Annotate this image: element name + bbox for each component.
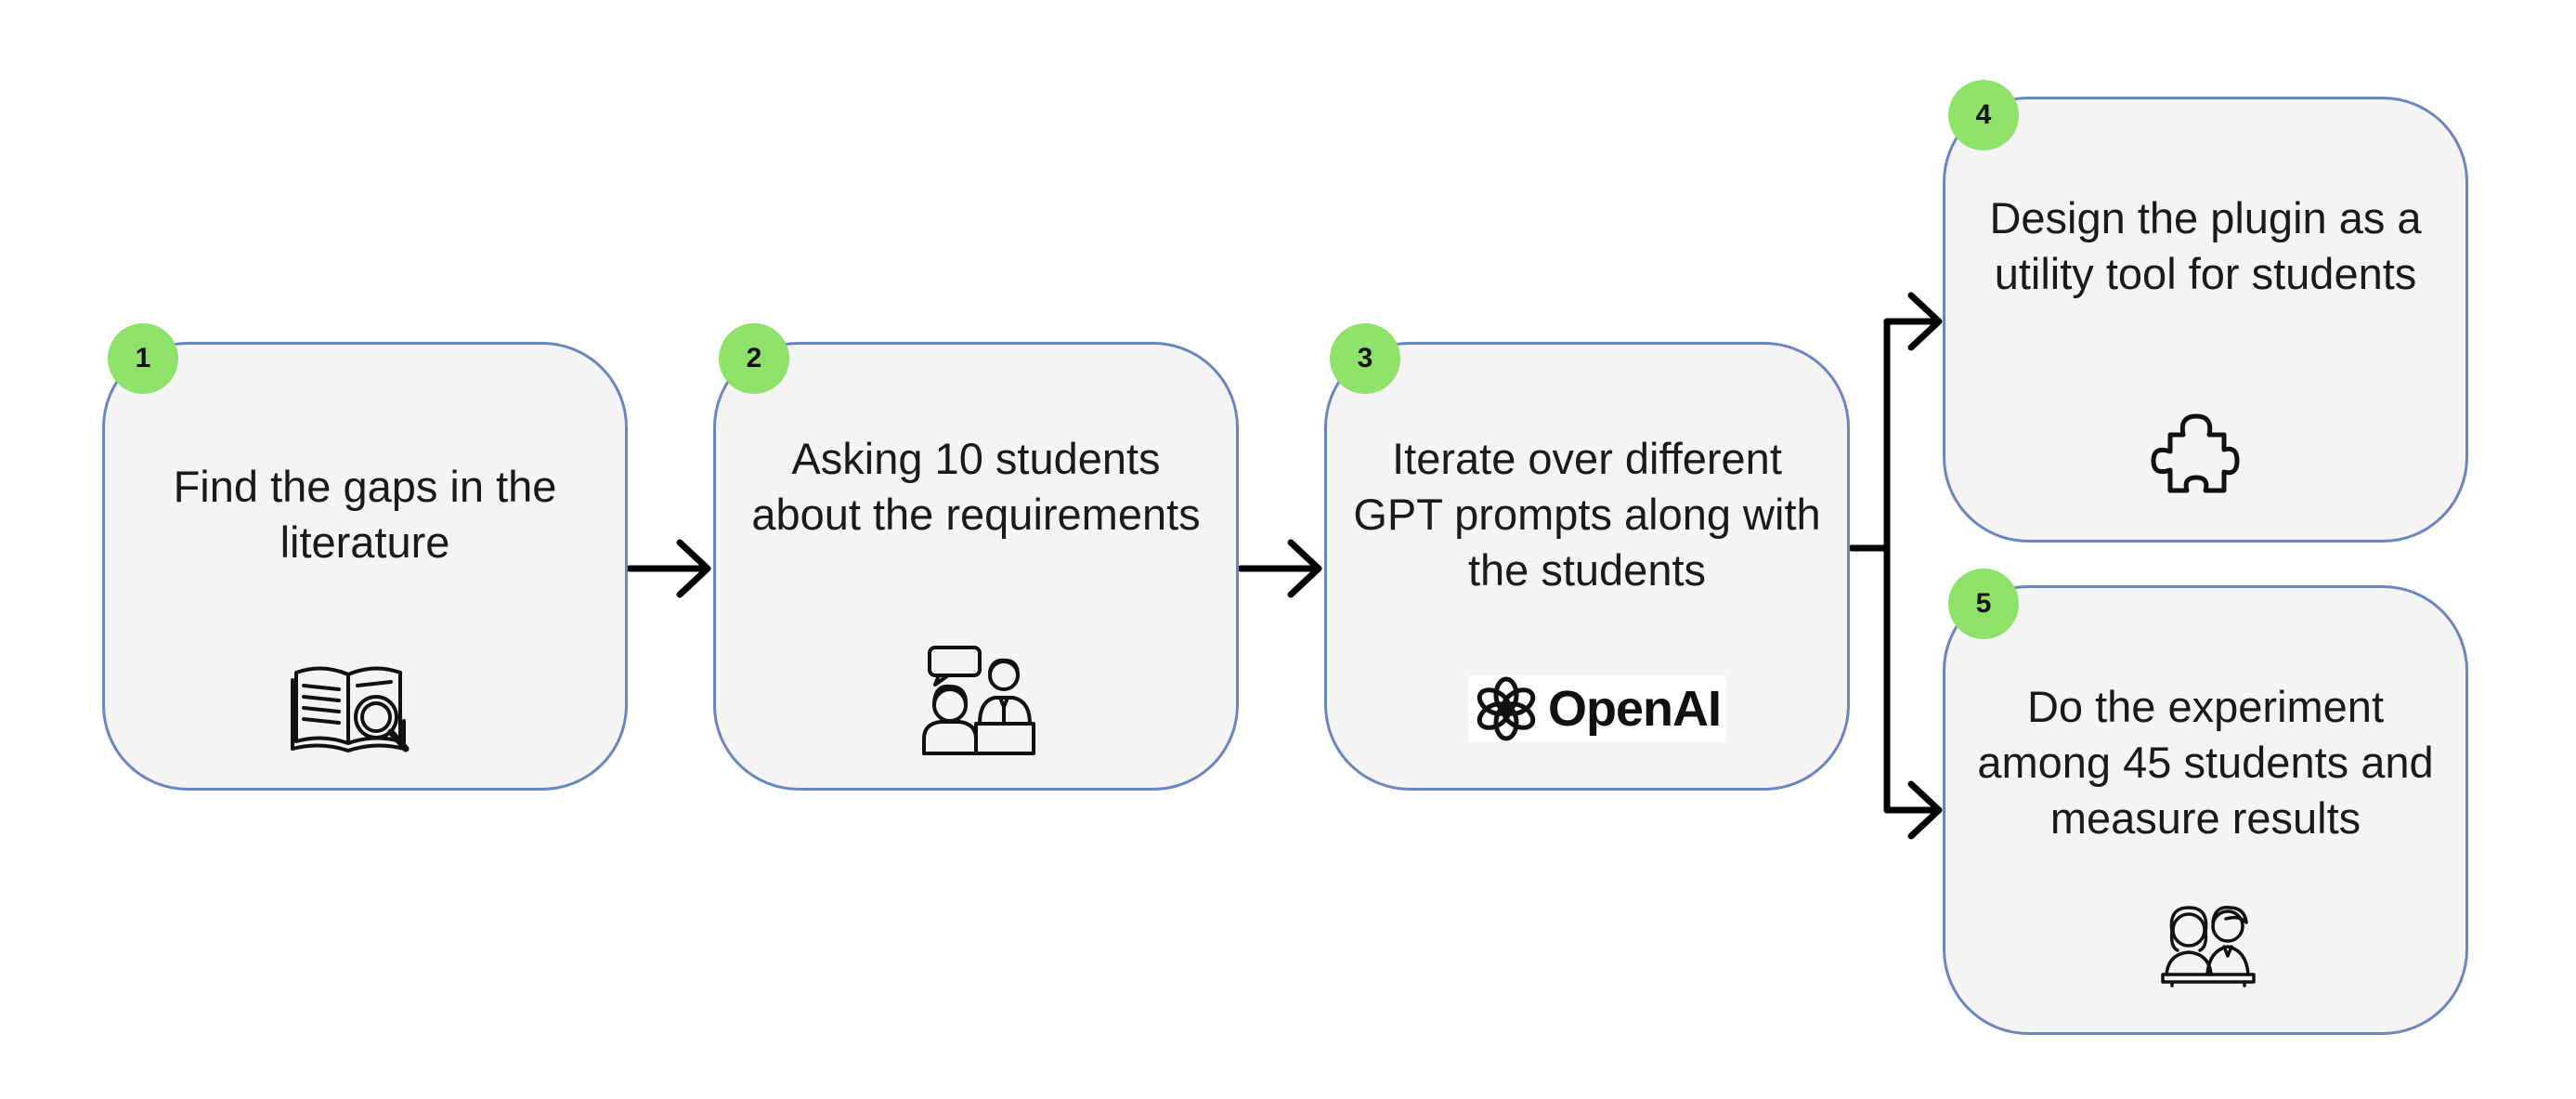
step-5-text: Do the experiment among 45 students and … bbox=[1977, 682, 2434, 843]
step-5-box: Do the experiment among 45 students and … bbox=[1943, 585, 2468, 1035]
openai-logo-icon bbox=[1477, 676, 1536, 741]
arrow-head-2-to-3 bbox=[1287, 539, 1322, 598]
step-2-box: Asking 10 students about the requirement… bbox=[713, 342, 1239, 791]
step-3-box: Iterate over different GPT prompts along… bbox=[1324, 342, 1850, 791]
puzzle-piece-icon bbox=[2151, 413, 2240, 493]
step-2-text: Asking 10 students about the requirement… bbox=[751, 434, 1201, 539]
arrow-head-to-4 bbox=[1907, 292, 1943, 351]
step-1-box: Find the gaps in the literature bbox=[102, 342, 628, 791]
students-icon bbox=[2161, 906, 2256, 988]
step-3-text: Iterate over different GPT prompts along… bbox=[1353, 434, 1821, 595]
step-4-text: Design the plugin as a utility tool for … bbox=[1989, 193, 2422, 298]
step-4-badge: 4 bbox=[1948, 80, 2019, 150]
interview-people-icon bbox=[922, 646, 1035, 755]
step-1-badge: 1 bbox=[108, 323, 178, 394]
book-magnifier-icon bbox=[291, 666, 410, 752]
step-4-box: Design the plugin as a utility tool for … bbox=[1943, 97, 2468, 543]
step-2-badge: 2 bbox=[719, 323, 789, 394]
step-3-badge: 3 bbox=[1330, 323, 1400, 394]
arrow-head-to-5 bbox=[1907, 780, 1943, 840]
step-1-text: Find the gaps in the literature bbox=[173, 462, 557, 567]
arrow-head-1-to-2 bbox=[676, 539, 711, 598]
openai-logo-text: OpenAI bbox=[1548, 681, 1722, 737]
step-5-badge: 5 bbox=[1948, 569, 2019, 639]
openai-logo: OpenAI bbox=[1468, 675, 1727, 742]
